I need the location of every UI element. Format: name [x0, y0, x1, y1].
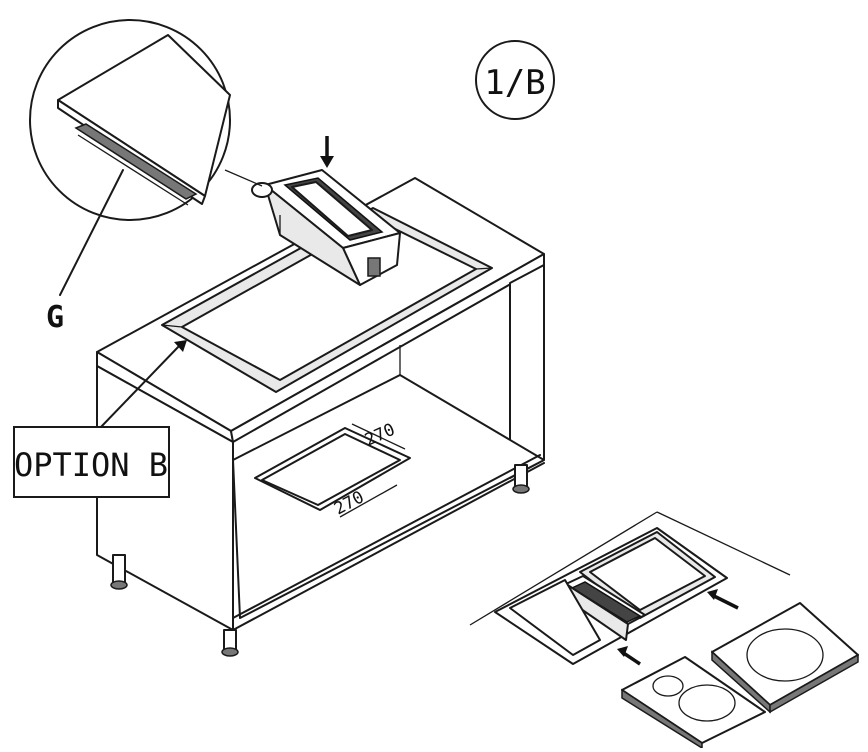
bottom-front-rail	[232, 462, 545, 631]
option-label-box	[13, 426, 170, 498]
unit-flange	[251, 182, 273, 198]
panel-left-zone-large	[678, 684, 736, 722]
detail-under-line	[77, 134, 189, 206]
leg-right	[514, 464, 528, 488]
leg-front	[223, 629, 237, 651]
dim-top-line	[351, 423, 406, 450]
panel-right-zone	[746, 628, 824, 682]
vent-opening-inner	[261, 433, 401, 506]
option-pointer	[99, 343, 182, 429]
option-label-group: OPTION B	[13, 340, 187, 498]
panel-right-side	[769, 653, 859, 714]
step-badge-text: 1/B	[484, 63, 545, 103]
unit-slot-inner	[291, 181, 373, 237]
step-badge: 1/B	[475, 40, 555, 120]
detail-magnifier: G	[29, 19, 263, 335]
leg-front-foot	[221, 647, 239, 657]
unit-connector	[367, 257, 381, 277]
step-badge-circle	[475, 40, 555, 120]
inset-left-opening	[509, 579, 601, 656]
left-arrow-icon-2	[617, 646, 641, 666]
detail-circle	[29, 19, 231, 221]
option-arrowhead	[174, 340, 187, 352]
cutout-corner-line	[161, 324, 183, 328]
left-arrow-icon	[707, 589, 739, 610]
cutout-corner-line-2	[475, 267, 493, 270]
bottom-rail-inner	[232, 454, 541, 619]
detail-gasket	[74, 123, 198, 200]
detail-leader	[224, 169, 263, 187]
inset-right-opening-inner	[589, 537, 706, 611]
detail-label-g: G	[46, 300, 64, 335]
option-label: OPTION B	[14, 446, 168, 484]
leg-left-foot	[110, 580, 128, 590]
inset-panel-assembly	[469, 511, 859, 750]
inset-worktop-edge-2	[656, 511, 791, 576]
down-arrow-icon	[320, 136, 334, 168]
extractor-unit	[251, 169, 401, 286]
unit-side	[264, 184, 361, 286]
leg-left	[112, 554, 126, 584]
label-g-pointer	[59, 169, 124, 296]
dim-bottom-line	[339, 484, 398, 518]
cabinet-bottom-shelf	[232, 374, 545, 619]
leg-right-foot	[512, 484, 530, 494]
panel-left-zone-small	[652, 675, 684, 697]
inset-worktop-edge	[469, 511, 658, 626]
cabinet	[96, 177, 545, 657]
